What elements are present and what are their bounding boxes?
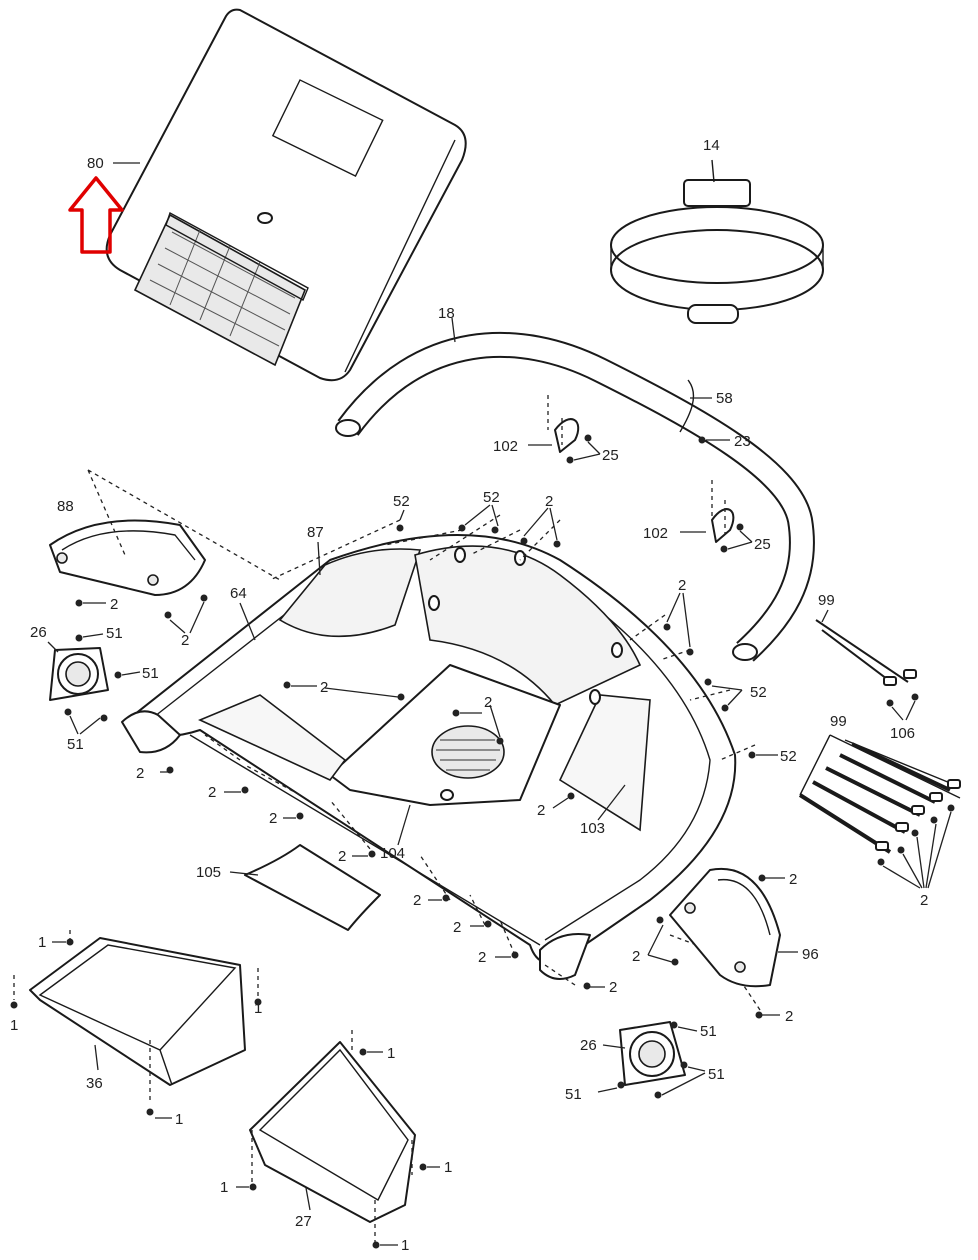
part-26-speaker-right bbox=[597, 1021, 706, 1099]
callout-26-right: 26 bbox=[580, 1037, 597, 1054]
part-80-console-cover bbox=[105, 8, 467, 382]
callout-2-b2: 2 bbox=[453, 919, 461, 936]
callout-58: 58 bbox=[716, 390, 733, 407]
callout-105: 105 bbox=[196, 864, 221, 881]
part-58-wire bbox=[679, 379, 730, 444]
callout-52d: 52 bbox=[780, 748, 797, 765]
callout-2-88a: 2 bbox=[110, 596, 118, 613]
callout-51a: 51 bbox=[106, 625, 123, 642]
callout-51d: 51 bbox=[700, 1023, 717, 1040]
part-102-clip-right bbox=[680, 480, 753, 553]
callout-1a: 1 bbox=[38, 934, 46, 951]
callout-2-b3: 2 bbox=[478, 949, 486, 966]
callout-51e: 51 bbox=[708, 1066, 725, 1083]
callout-25-top: 25 bbox=[602, 447, 619, 464]
callout-1f: 1 bbox=[444, 1159, 452, 1176]
callout-2-rb: 2 bbox=[920, 892, 928, 909]
callout-1e: 1 bbox=[387, 1045, 395, 1062]
part-88-left-tray bbox=[49, 469, 281, 634]
callout-1d: 1 bbox=[175, 1111, 183, 1128]
callout-2-s3: 2 bbox=[785, 1008, 793, 1025]
hood-fasteners bbox=[160, 504, 785, 1019]
callout-23: 23 bbox=[734, 433, 751, 450]
callout-2-c2: 2 bbox=[537, 802, 545, 819]
callout-103: 103 bbox=[580, 820, 605, 837]
part-18-handrail bbox=[335, 317, 815, 662]
callout-2-l1: 2 bbox=[136, 765, 144, 782]
callout-1g: 1 bbox=[220, 1179, 228, 1196]
callout-18: 18 bbox=[438, 305, 455, 322]
callout-2-mid: 2 bbox=[484, 694, 492, 711]
part-27-bottom-bin bbox=[236, 1030, 440, 1249]
callout-2-s2: 2 bbox=[632, 948, 640, 965]
callout-52a: 52 bbox=[393, 493, 410, 510]
callout-99b: 99 bbox=[830, 713, 847, 730]
callout-2-s1: 2 bbox=[789, 871, 797, 888]
part-102-clip-top bbox=[528, 395, 601, 464]
callout-64: 64 bbox=[230, 585, 247, 602]
callout-52b: 52 bbox=[483, 489, 500, 506]
callout-51b: 51 bbox=[142, 665, 159, 682]
callout-1b: 1 bbox=[10, 1017, 18, 1034]
red-up-arrow-icon bbox=[68, 176, 124, 254]
callout-106: 106 bbox=[890, 725, 915, 742]
callout-104: 104 bbox=[380, 845, 405, 862]
callout-88: 88 bbox=[57, 498, 74, 515]
part-105-panel bbox=[244, 844, 381, 931]
part-26-speaker-left bbox=[47, 633, 141, 735]
callout-2-l2: 2 bbox=[208, 784, 216, 801]
callout-2-l3: 2 bbox=[269, 810, 277, 827]
callout-labels: 80 14 18 58 23 102 25 102 25 88 2 2 26 5… bbox=[10, 137, 928, 1254]
callout-25-right: 25 bbox=[754, 536, 771, 553]
part-96-right-tray bbox=[669, 867, 798, 988]
callout-2-right: 2 bbox=[678, 577, 686, 594]
callout-36: 36 bbox=[86, 1075, 103, 1092]
callout-51c: 51 bbox=[67, 736, 84, 753]
callout-87: 87 bbox=[307, 524, 324, 541]
callout-99a: 99 bbox=[818, 592, 835, 609]
motor-hood-assembly bbox=[121, 534, 737, 980]
part-14-chest-strap bbox=[610, 159, 824, 324]
callout-2-c1: 2 bbox=[338, 848, 346, 865]
callout-1c: 1 bbox=[254, 1000, 262, 1017]
callout-2-inner: 2 bbox=[320, 679, 328, 696]
callout-102-top: 102 bbox=[493, 438, 518, 455]
callout-14: 14 bbox=[703, 137, 720, 154]
callout-2-top: 2 bbox=[545, 493, 553, 510]
part-36-left-bin bbox=[10, 930, 262, 1119]
callout-2-b4: 2 bbox=[609, 979, 617, 996]
callout-80: 80 bbox=[87, 155, 104, 172]
callout-26-left: 26 bbox=[30, 624, 47, 641]
callout-1h: 1 bbox=[401, 1237, 409, 1254]
callout-2-88b: 2 bbox=[181, 632, 189, 649]
callout-102-right: 102 bbox=[643, 525, 668, 542]
callout-2-b1: 2 bbox=[413, 892, 421, 909]
callout-96: 96 bbox=[802, 946, 819, 963]
callout-27: 27 bbox=[295, 1213, 312, 1230]
callout-52c: 52 bbox=[750, 684, 767, 701]
callout-51f: 51 bbox=[565, 1086, 582, 1103]
part-99-wires bbox=[798, 619, 961, 889]
